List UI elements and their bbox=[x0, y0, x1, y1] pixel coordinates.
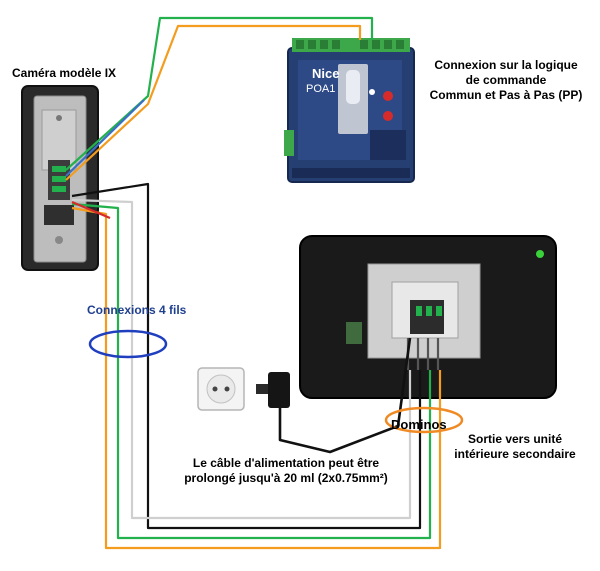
wire-green-controller bbox=[65, 16, 374, 171]
wire-red bbox=[71, 200, 111, 220]
dominos-ellipse bbox=[384, 406, 464, 434]
dominos-label: Dominos bbox=[391, 417, 447, 432]
controller-brand-text: Nice bbox=[312, 66, 340, 81]
controller-model-text: POA1 bbox=[306, 83, 336, 95]
camera-unit bbox=[21, 85, 99, 271]
cable-line-2: prolongé jusqu'à 20 ml (2x0.75mm²) bbox=[184, 471, 388, 485]
wire-white bbox=[71, 198, 412, 520]
secondary-output-label: Sortie vers unité intérieure secondaire bbox=[440, 432, 590, 462]
logic-connection-label: Connexion sur la logique de commande Com… bbox=[420, 58, 592, 103]
wire-orange-controller bbox=[65, 24, 362, 181]
wire-blue-short bbox=[65, 99, 145, 177]
power-cable-label: Le câble d'alimentation peut être prolon… bbox=[158, 456, 414, 486]
nice-poa1-controller bbox=[284, 38, 415, 183]
logic-line-3: Commun et Pas à Pas (PP) bbox=[429, 88, 583, 102]
connexions-label: Connexions 4 fils bbox=[87, 303, 186, 318]
wire-black bbox=[71, 182, 422, 530]
indoor-monitor bbox=[299, 235, 557, 399]
output-line-2: intérieure secondaire bbox=[454, 447, 576, 461]
cable-line-1: Le câble d'alimentation peut être bbox=[192, 456, 380, 470]
connexions-ellipse bbox=[88, 329, 168, 359]
wall-socket bbox=[197, 367, 245, 411]
output-line-1: Sortie vers unité bbox=[467, 432, 563, 446]
camera-label-text: Caméra modèle IX bbox=[12, 66, 117, 80]
logic-line-1: Connexion sur la logique bbox=[434, 58, 578, 72]
controller-model: POA1 bbox=[306, 82, 335, 97]
power-adapter bbox=[256, 372, 290, 408]
logic-line-2: de commande bbox=[465, 73, 547, 87]
connexions-label-text: Connexions 4 fils bbox=[87, 303, 187, 317]
wires bbox=[65, 16, 442, 550]
camera-label: Caméra modèle IX bbox=[12, 66, 116, 81]
dominos-label-text: Dominos bbox=[391, 417, 447, 432]
controller-brand: Nice bbox=[312, 66, 339, 81]
wire-green bbox=[71, 202, 432, 540]
power-cable bbox=[278, 337, 412, 454]
